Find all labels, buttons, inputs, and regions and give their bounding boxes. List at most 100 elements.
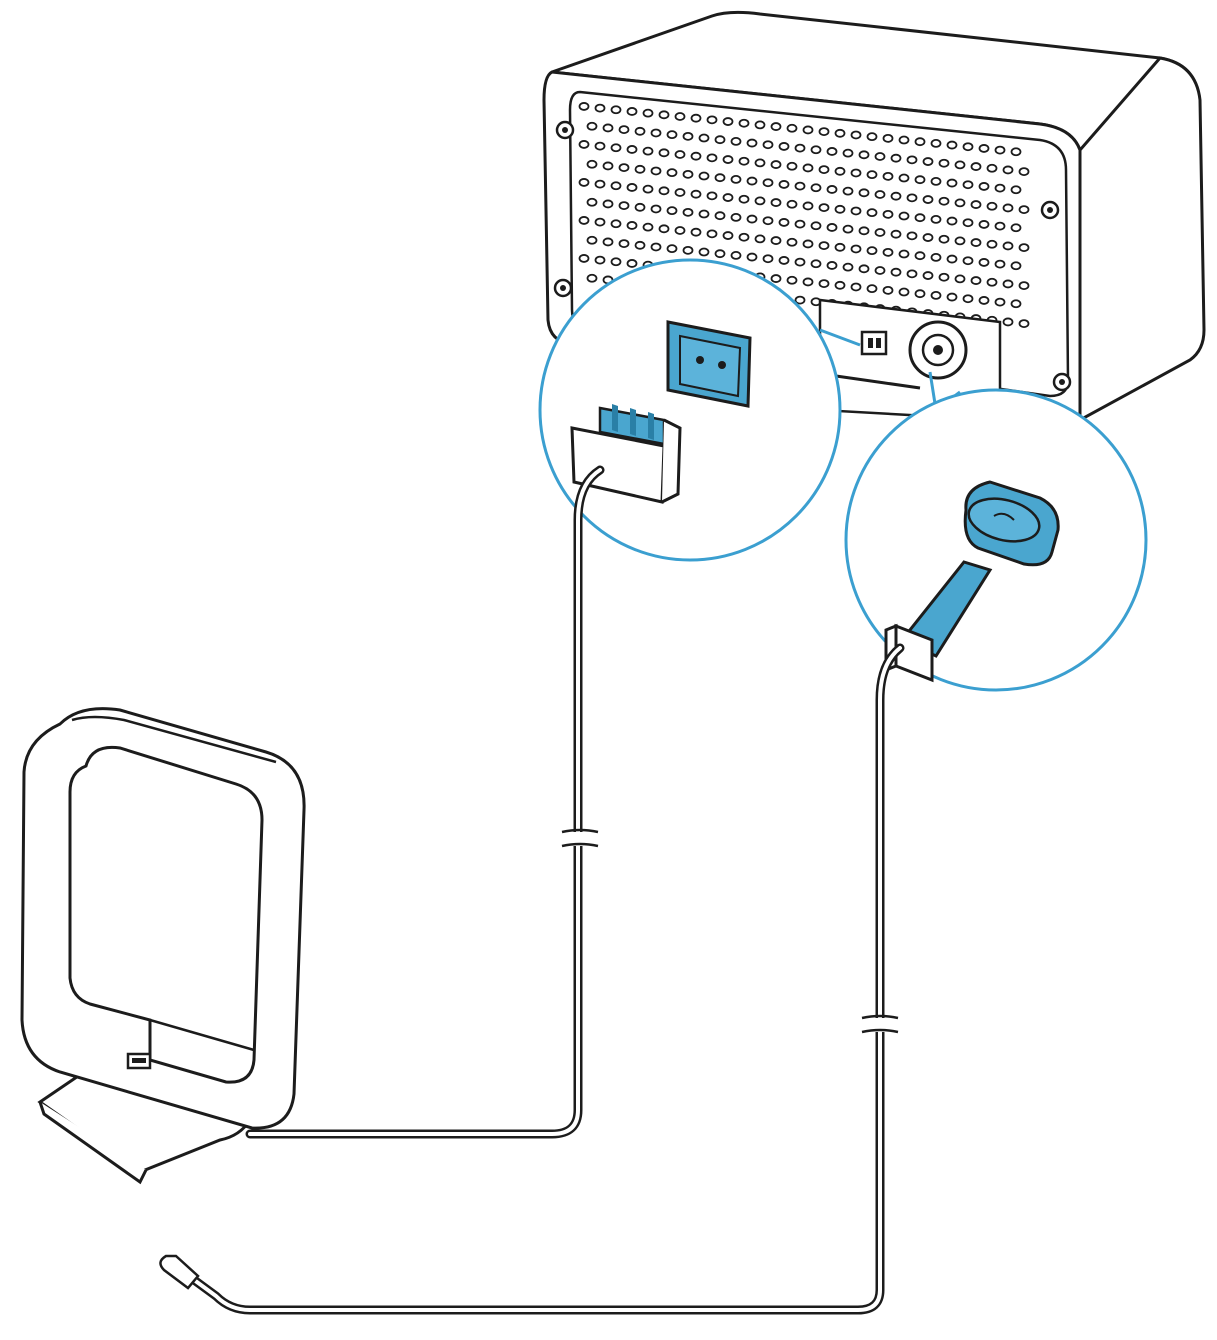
vent-hole <box>978 258 990 267</box>
vent-hole <box>906 155 918 165</box>
vent-hole <box>730 212 742 222</box>
vent-hole <box>746 138 758 148</box>
vent-hole <box>786 237 798 247</box>
vent-hole <box>866 132 878 142</box>
vent-hole <box>818 241 830 251</box>
am-callout-pointer <box>819 328 861 347</box>
vent-hole <box>922 271 934 280</box>
vent-hole <box>906 231 918 241</box>
vent-hole <box>986 239 998 249</box>
vent-hole <box>914 289 926 299</box>
vent-hole <box>578 140 590 149</box>
vent-hole <box>778 256 790 265</box>
vent-hole <box>690 113 702 123</box>
vent-hole <box>706 153 718 163</box>
vent-hole <box>602 237 614 247</box>
vent-hole <box>938 234 950 244</box>
vent-hole <box>874 190 886 199</box>
vent-hole <box>634 240 646 250</box>
vent-hole <box>994 145 1006 155</box>
vent-hole <box>578 178 590 187</box>
vent-hole <box>754 196 766 206</box>
vent-hole <box>994 221 1006 231</box>
vent-hole <box>738 194 750 204</box>
vent-hole <box>922 195 934 204</box>
vent-hole <box>618 239 630 249</box>
vent-hole <box>770 122 782 131</box>
vent-hole <box>602 123 614 133</box>
vent-hole <box>834 242 846 252</box>
vent-hole <box>850 168 862 178</box>
vent-hole <box>586 197 598 207</box>
vent-hole <box>1018 281 1030 291</box>
vent-hole <box>770 160 782 169</box>
vent-hole <box>594 141 606 151</box>
vent-hole <box>690 189 702 199</box>
vent-hole <box>762 216 774 226</box>
vent-hole <box>834 128 846 138</box>
vent-hole <box>898 287 910 297</box>
vent-hole <box>962 142 974 152</box>
vent-hole <box>746 214 758 224</box>
vent-hole <box>826 147 838 156</box>
vent-hole <box>962 294 974 304</box>
vent-hole <box>578 254 590 263</box>
vent-hole <box>794 257 806 267</box>
vent-hole <box>1002 317 1014 327</box>
vent-hole <box>858 150 870 160</box>
vent-hole <box>818 165 830 175</box>
vent-hole <box>898 135 910 145</box>
vent-hole <box>586 273 598 283</box>
vent-hole <box>802 277 814 287</box>
vent-hole <box>818 127 830 137</box>
vent-hole <box>970 162 982 171</box>
vent-hole <box>962 218 974 228</box>
vent-hole <box>682 131 694 141</box>
vent-hole <box>938 272 950 282</box>
vent-hole <box>698 171 710 181</box>
vent-hole <box>946 292 958 302</box>
vent-hole <box>1002 241 1014 251</box>
vent-hole <box>858 264 870 274</box>
vent-hole <box>706 229 718 239</box>
vent-hole <box>626 145 638 154</box>
vent-hole <box>626 221 638 230</box>
vent-hole <box>698 247 710 257</box>
vent-hole <box>866 170 878 180</box>
vent-hole <box>1002 165 1014 175</box>
cable-break-icon <box>561 828 599 848</box>
vent-hole <box>842 262 854 272</box>
vent-hole <box>930 252 942 262</box>
vent-hole <box>922 157 934 166</box>
vent-hole <box>898 173 910 183</box>
am-socket-small[interactable] <box>860 330 888 356</box>
vent-hole <box>610 143 622 153</box>
vent-hole <box>850 206 862 216</box>
vent-hole <box>930 176 942 186</box>
antenna-loop-inner <box>68 745 264 1084</box>
vent-hole <box>890 267 902 277</box>
vent-hole <box>634 164 646 174</box>
am-loop-antenna <box>20 707 306 1185</box>
vent-hole <box>1018 319 1030 329</box>
vent-hole <box>802 239 814 249</box>
vent-hole <box>1018 243 1030 253</box>
vent-hole <box>618 163 630 173</box>
vent-hole <box>802 163 814 173</box>
vent-hole <box>866 208 878 218</box>
vent-hole <box>1018 167 1030 177</box>
vent-hole <box>842 224 854 234</box>
vent-hole <box>954 160 966 170</box>
unit-side-face <box>1078 56 1206 423</box>
vent-hole <box>754 120 766 130</box>
vent-hole <box>858 188 870 198</box>
vent-hole <box>826 223 838 232</box>
vent-hole <box>1010 185 1022 195</box>
vent-hole <box>810 145 822 155</box>
vent-hole <box>594 179 606 189</box>
vent-hole <box>658 186 670 196</box>
vent-hole <box>714 173 726 183</box>
vent-hole <box>970 276 982 285</box>
vent-hole <box>722 231 734 240</box>
vent-hole <box>730 136 742 146</box>
